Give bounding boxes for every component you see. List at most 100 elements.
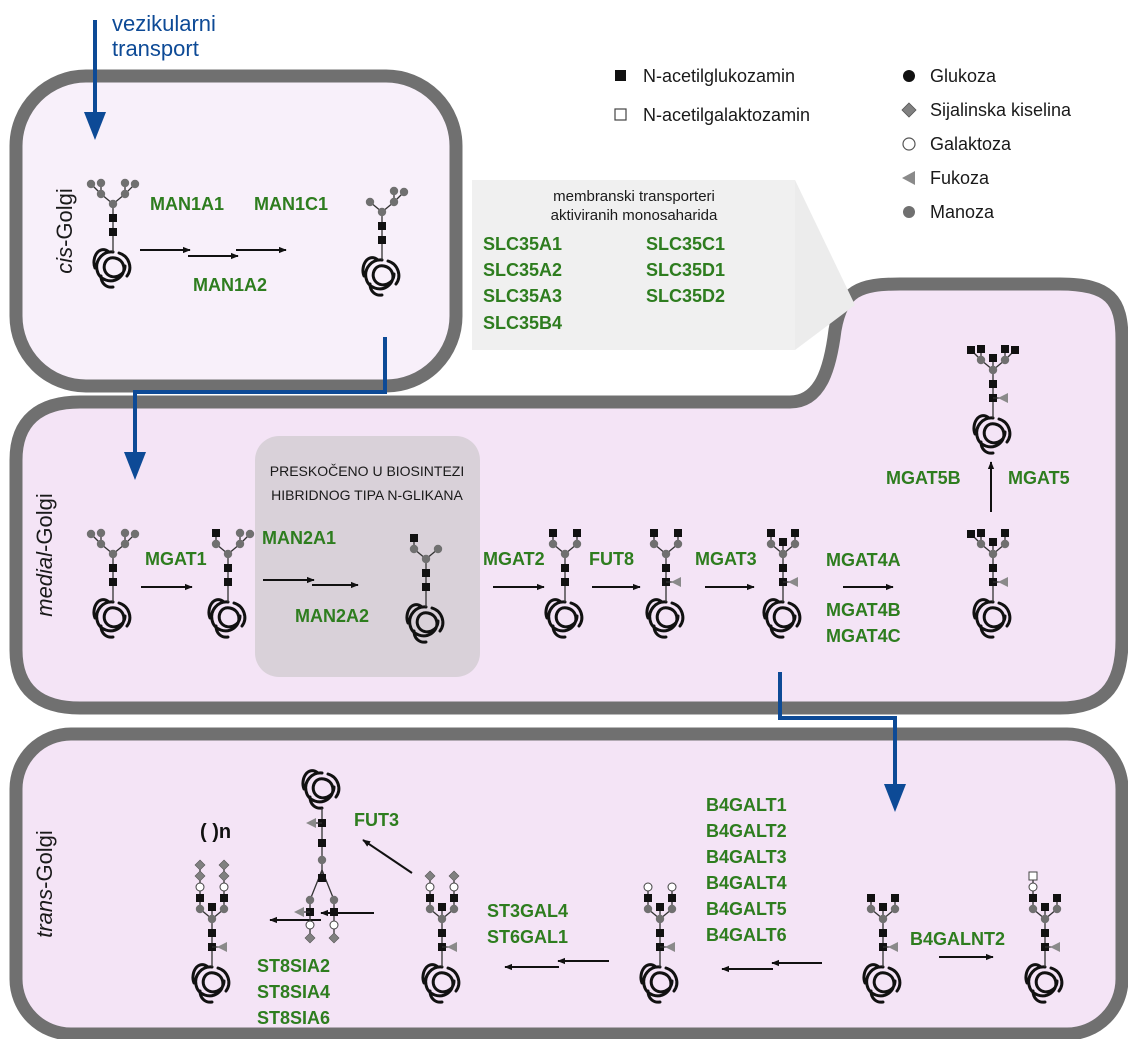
glcnac-icon xyxy=(989,380,997,388)
glcnac-icon xyxy=(109,578,117,586)
transporter-title-line1: membranski transporteri xyxy=(553,188,715,205)
enzyme-b4galt5: B4GALT5 xyxy=(706,899,787,919)
glcnac-icon xyxy=(1053,894,1061,902)
glcnac-icon xyxy=(212,529,220,537)
mannose-icon xyxy=(235,539,245,549)
glcnac-icon xyxy=(674,529,682,537)
sialic-acid-icon xyxy=(218,859,230,871)
transporter-slc35d2: SLC35D2 xyxy=(646,286,725,306)
enzyme-mgat5: MGAT5 xyxy=(1008,468,1070,488)
mannose-icon xyxy=(878,914,888,924)
glcnac-icon xyxy=(410,534,418,542)
glcnac-icon xyxy=(989,538,997,546)
mannose-icon xyxy=(437,914,447,924)
transporter-slc35b4: SLC35B4 xyxy=(483,313,562,333)
transport-label-line1: vezikularni xyxy=(112,11,216,36)
glycan-structure xyxy=(967,529,1012,639)
sialic-acid-icon xyxy=(194,870,206,882)
enzyme-b4galt2: B4GALT2 xyxy=(706,821,787,841)
glcnac-icon xyxy=(650,529,658,537)
galactose-icon xyxy=(329,920,339,930)
glcnac-icon xyxy=(330,908,338,916)
glcnac-icon xyxy=(438,929,446,937)
enzyme-b4galnt2: B4GALNT2 xyxy=(910,929,1005,949)
enzyme-b4galt4: B4GALT4 xyxy=(706,873,787,893)
trans-golgi-compartment xyxy=(9,727,1128,1039)
mannose-icon xyxy=(976,539,986,549)
cis-golgi-label: cis-Golgi xyxy=(52,188,77,274)
glcnac-icon xyxy=(668,894,676,902)
glcnac-icon xyxy=(656,903,664,911)
enzyme-man1a1: MAN1A1 xyxy=(150,194,224,214)
mannose-icon xyxy=(223,549,233,559)
mannose-icon xyxy=(1000,539,1010,549)
fucose-icon xyxy=(788,577,798,587)
transport-arrowheads xyxy=(84,112,906,812)
enzyme-man1a2: MAN1A2 xyxy=(193,275,267,295)
transport-label-line2: transport xyxy=(112,36,199,61)
galnac-icon xyxy=(1028,871,1038,881)
polysialic-repeat-label: ( )n xyxy=(200,821,231,843)
enzyme-mgat5b: MGAT5B xyxy=(886,468,961,488)
mannose-icon xyxy=(433,544,443,554)
legend-circle-gray-icon xyxy=(903,206,915,218)
glcnac-icon xyxy=(224,564,232,572)
glcnac-icon xyxy=(422,583,430,591)
mannose-icon xyxy=(421,554,431,564)
mannose-icon xyxy=(207,914,217,924)
sialic-acid-icon xyxy=(448,870,460,882)
cis-golgi-compartment xyxy=(9,69,463,393)
mannose-icon xyxy=(988,365,998,375)
glcnac-icon xyxy=(791,529,799,537)
enzyme-man1c1: MAN1C1 xyxy=(254,194,328,214)
mannose-icon xyxy=(890,904,900,914)
glcnac-icon xyxy=(967,346,975,354)
glcnac-icon xyxy=(220,894,228,902)
enzyme-fut3: FUT3 xyxy=(354,810,399,830)
fucose-icon xyxy=(665,942,675,952)
mannose-icon xyxy=(572,539,582,549)
mannose-icon xyxy=(790,539,800,549)
mannose-icon xyxy=(195,904,205,914)
sialic-acid-icon xyxy=(304,932,316,944)
enzyme-st8sia6: ST8SIA6 xyxy=(257,1008,330,1028)
glcnac-icon xyxy=(656,929,664,937)
mannose-icon xyxy=(778,549,788,559)
glcnac-icon xyxy=(867,894,875,902)
glcnac-icon xyxy=(196,894,204,902)
glycan-structure xyxy=(405,534,445,644)
mannose-icon xyxy=(1040,914,1050,924)
mannose-icon xyxy=(399,187,409,197)
transporter-slc35a2: SLC35A2 xyxy=(483,260,562,280)
glycan-structure xyxy=(421,870,461,1004)
sialic-acid-icon xyxy=(194,859,206,871)
vesicular-transport-arrows xyxy=(93,20,897,790)
glcnac-icon xyxy=(1029,894,1037,902)
mannose-icon xyxy=(96,539,106,549)
legend-label-manoza: Manoza xyxy=(930,202,995,222)
transporter-slc35a1: SLC35A1 xyxy=(483,234,562,254)
glcnac-icon xyxy=(561,578,569,586)
glcnac-icon xyxy=(378,236,386,244)
galactose-icon xyxy=(1028,882,1038,892)
glycan-structure xyxy=(86,528,140,639)
glcnac-icon xyxy=(662,564,670,572)
mannose-icon xyxy=(96,528,106,538)
glcnac-icon xyxy=(779,564,787,572)
mannose-icon xyxy=(389,186,399,196)
transporter-title-line2: aktiviranih monosaharida xyxy=(551,207,718,224)
mannose-icon xyxy=(643,904,653,914)
sialic-acid-icon xyxy=(218,870,230,882)
mannose-icon xyxy=(377,207,387,217)
fucose-icon xyxy=(998,393,1008,403)
mannose-icon xyxy=(96,178,106,188)
galactose-icon xyxy=(305,920,315,930)
mannose-icon xyxy=(1028,904,1038,914)
legend-circle-open-icon xyxy=(902,137,916,151)
legend: N-acetilglukozamin N-acetilgalaktozamin … xyxy=(614,66,1072,222)
legend-label-fukoza: Fukoza xyxy=(930,168,990,188)
transporter-box xyxy=(472,180,795,350)
glycan-structure xyxy=(207,528,255,639)
enzyme-mgat2: MGAT2 xyxy=(483,549,545,569)
enzyme-st8sia2: ST8SIA2 xyxy=(257,956,330,976)
